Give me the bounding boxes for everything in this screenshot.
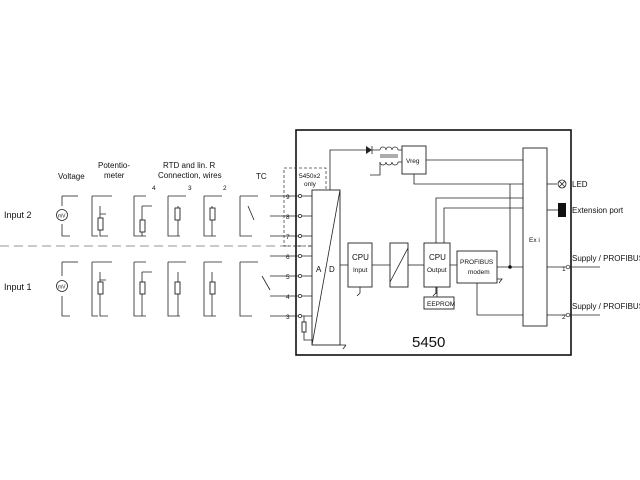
input1-label: Input 1 — [4, 282, 32, 292]
x2-only-note-line2: only — [304, 181, 317, 188]
header-voltage: Voltage — [58, 172, 85, 181]
wires-2-label: 2 — [223, 185, 227, 192]
cpu-input-label-line2: Input — [353, 267, 368, 274]
terminal-8: 8 — [286, 214, 290, 221]
cpu-output-label-line1: CPU — [429, 253, 446, 262]
mv-source-top — [56, 209, 68, 221]
vreg-label: Vreg — [406, 158, 420, 165]
terminal-5: 5 — [286, 274, 290, 281]
input1-wiring — [61, 261, 271, 317]
exi-label: Ex i — [529, 237, 540, 244]
cpu-input-label-line1: CPU — [352, 253, 369, 262]
terminal-4: 4 — [286, 294, 290, 301]
input2-wiring — [61, 195, 258, 237]
header-rtd-line2: Connection, wires — [158, 171, 222, 180]
led-label: LED — [572, 180, 588, 189]
extension-port-label: Extension port — [572, 206, 624, 215]
header-potentiometer-line1: Potentio- — [98, 161, 130, 170]
cpu-output-label-line2: Output — [427, 267, 447, 274]
supply-profibus-label-1: Supply / PROFIBUS — [572, 254, 640, 263]
supply-profibus-label-2: Supply / PROFIBUS — [572, 302, 640, 311]
terminal-block: 9 8 7 6 5 4 3 — [286, 194, 312, 321]
extension-port-connector — [558, 203, 566, 217]
terminal-3: 3 — [286, 314, 290, 321]
input2-label: Input 2 — [4, 210, 32, 220]
exi-barrier-block — [522, 147, 548, 327]
header-potentiometer-line2: meter — [104, 171, 125, 180]
diode-icon — [360, 146, 380, 154]
cpu-output-block — [423, 242, 451, 288]
x2-only-note-line1: 5450x2 — [299, 173, 321, 180]
transformer-icon — [370, 146, 402, 176]
internal-resistor — [301, 321, 307, 333]
terminal-6: 6 — [286, 254, 290, 261]
profibus-modem-block — [456, 250, 498, 284]
wires-4-label: 4 — [152, 185, 156, 192]
adc-a-label: A — [316, 265, 322, 274]
profibus-modem-label-line1: PROFIBUS — [460, 259, 494, 266]
profibus-modem-label-line2: modem — [468, 269, 490, 276]
terminal-7: 7 — [286, 234, 290, 241]
adc-d-label: D — [329, 265, 335, 274]
supply-pin-2: 2 — [562, 314, 566, 321]
supply-pin-1: 1 — [562, 266, 566, 273]
eeprom-label: EEPROM — [427, 301, 455, 308]
device-enclosure — [295, 129, 572, 356]
header-tc: TC — [256, 172, 267, 181]
led-icon — [557, 179, 567, 189]
cpu-input-block — [347, 242, 373, 288]
model-number: 5450 — [412, 334, 445, 351]
terminal-9: 9 — [286, 194, 290, 201]
terminal-leads — [270, 195, 300, 317]
mv-source-bottom — [56, 280, 68, 292]
wires-3-label: 3 — [188, 185, 192, 192]
mv-source-bottom-label: mV — [58, 285, 66, 291]
header-rtd-line1: RTD and lin. R — [163, 161, 216, 170]
mv-source-top-label: mV — [58, 214, 66, 220]
eeprom-block — [423, 296, 455, 310]
